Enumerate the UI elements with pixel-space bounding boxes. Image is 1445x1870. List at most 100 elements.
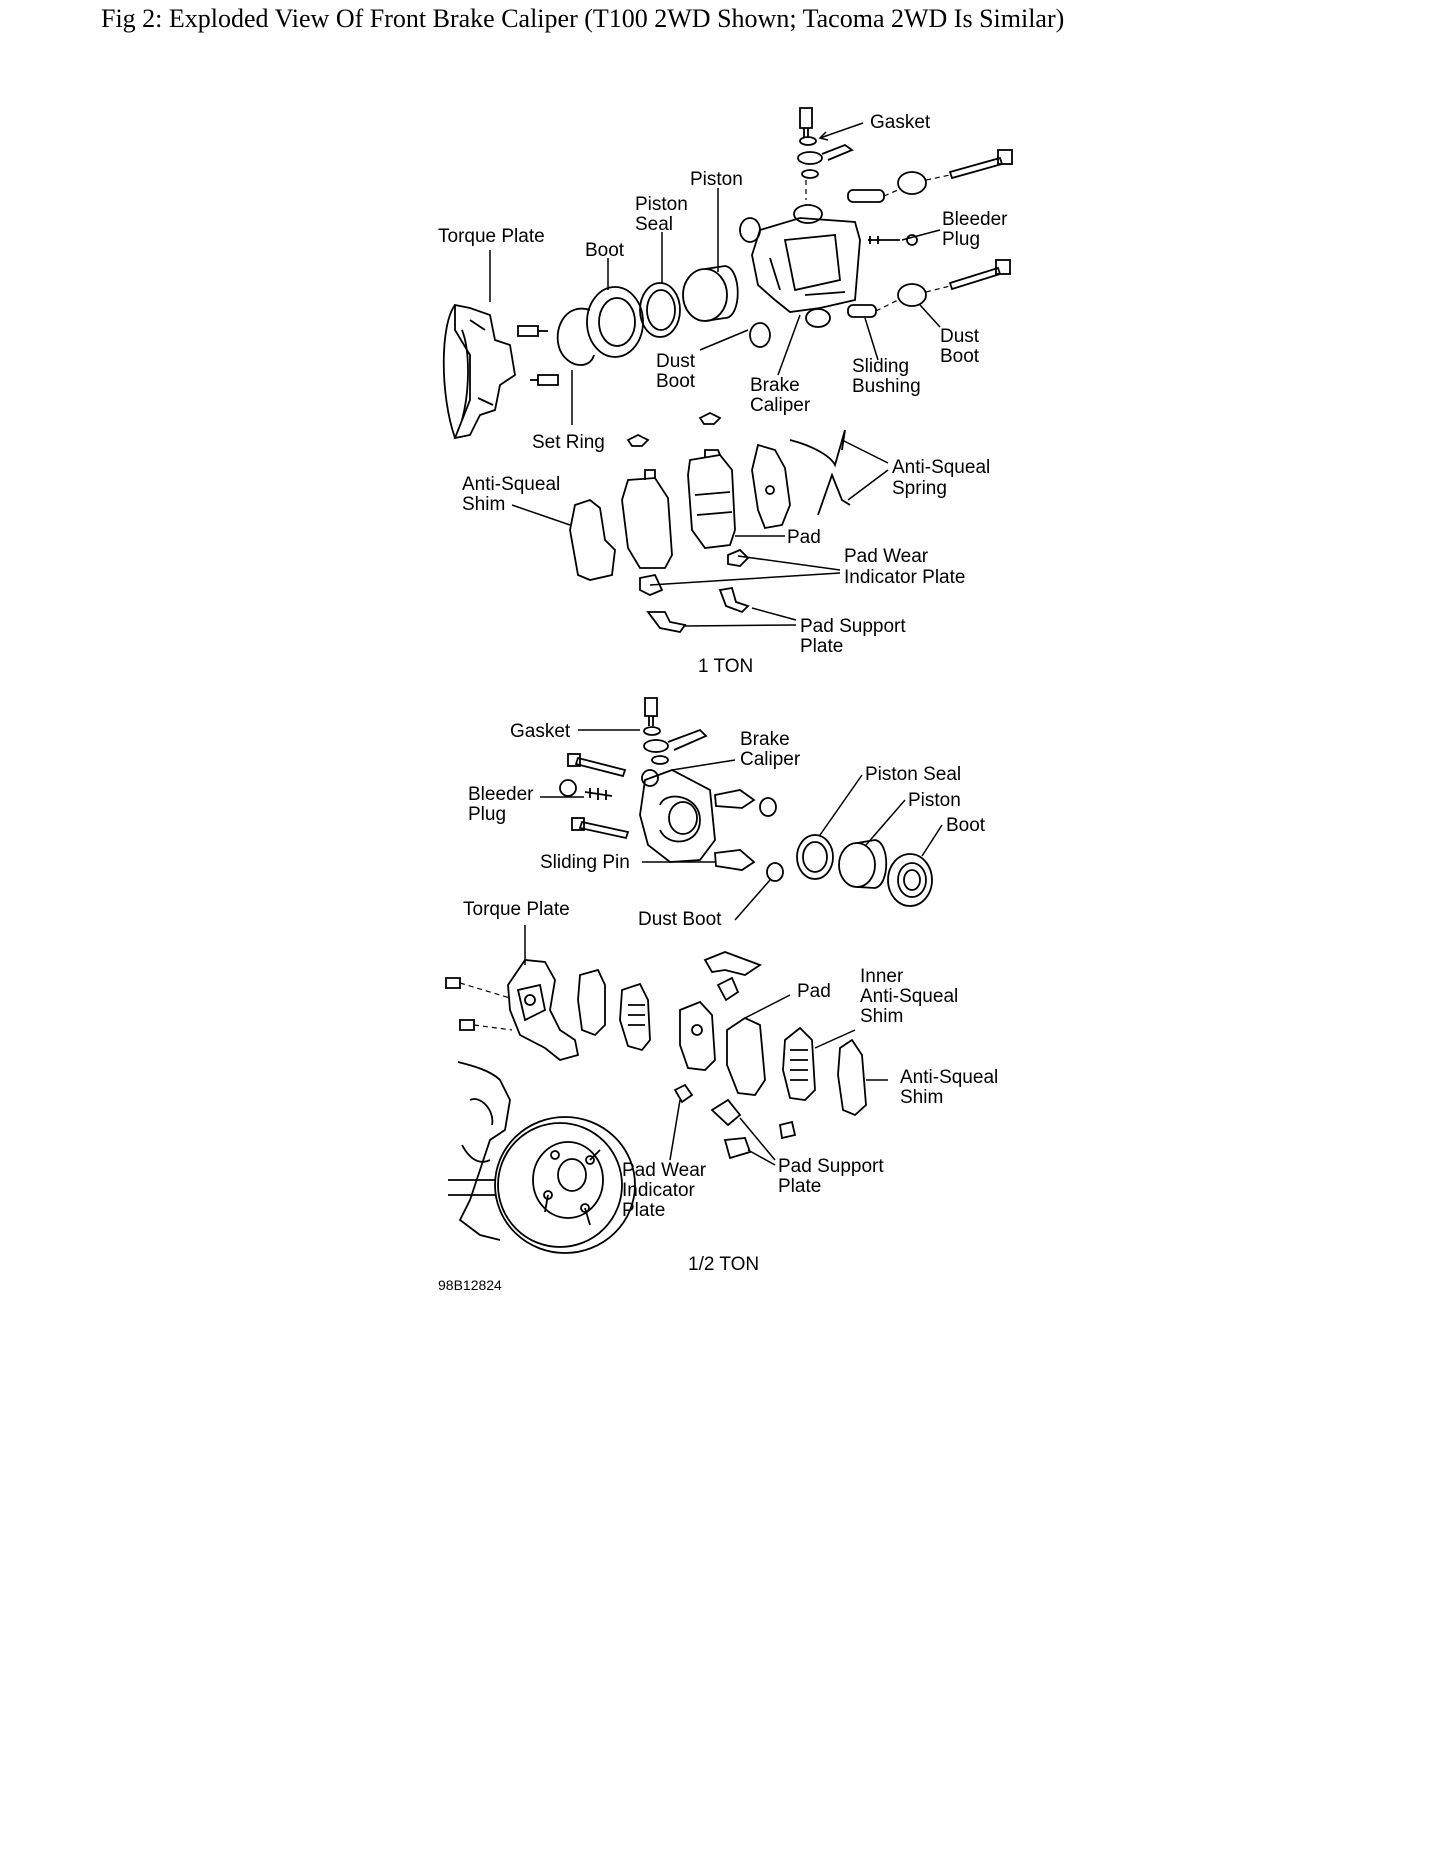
pad-wear-indicator-1ton-a — [727, 548, 750, 567]
figure-code: 98B12824 — [438, 1277, 502, 1293]
banjo-bolt-halfton — [644, 697, 658, 726]
dust-boot-1ton-right-lower — [897, 283, 927, 307]
label-pad-support-1ton-l1: Pad Support — [800, 616, 906, 637]
label-piston-seal-halfton: Piston Seal — [865, 764, 961, 785]
label-torque-plate-halfton: Torque Plate — [463, 899, 570, 920]
pad-support-1ton-b — [646, 611, 687, 633]
label-sliding-bushing-1ton-l2: Bushing — [852, 376, 921, 397]
knuckle-halfton — [457, 1061, 511, 1241]
label-piston-halfton: Piston — [908, 790, 961, 811]
pad-wear-indicator-halfton — [673, 1083, 694, 1104]
label-bleeder-plug-1ton-l2: Plug — [942, 229, 980, 250]
bolt-1ton-right-upper — [948, 156, 1004, 180]
label-dust-boot-1ton-l1: Dust — [656, 351, 696, 372]
label-anti-squeal-shim-1ton-l1: Anti-Squeal — [462, 474, 560, 495]
label-pad-wear-halfton-l3: Plate — [622, 1200, 665, 1221]
anti-squeal-shim-halfton-outer — [837, 1038, 867, 1117]
torque-plate-1ton-detail — [461, 319, 494, 421]
gasket-1ton-upper — [799, 136, 817, 146]
sliding-bushing-1ton-lower — [847, 304, 877, 318]
label-pad-support-halfton-l2: Plate — [778, 1176, 821, 1197]
brake-caliper-1ton-shape — [751, 217, 861, 313]
label-torque-plate-1ton: Torque Plate — [438, 226, 545, 247]
torque-plate-halfton-shape — [507, 959, 580, 1061]
label-brake-caliper-1ton-l1: Brake — [750, 375, 800, 396]
label-pad-wear-halfton-l1: Pad Wear — [622, 1160, 707, 1181]
inner-anti-squeal-shim-halfton — [782, 1026, 816, 1101]
diagram-title-1ton: 1 TON — [698, 656, 753, 677]
label-dust-boot-1ton-r1: Dust — [940, 326, 980, 347]
boot-1ton-shape — [586, 286, 644, 358]
pad-halfton-outer — [726, 1016, 766, 1096]
piston-1ton-shape — [682, 268, 728, 322]
label-sliding-bushing-1ton-l1: Sliding — [852, 356, 909, 377]
label-pad-halfton: Pad — [797, 981, 831, 1002]
dust-boot-halfton-upper — [759, 797, 777, 817]
anti-squeal-shim-halfton-inner-a — [577, 968, 606, 1037]
bolt-1ton-upper — [517, 325, 539, 337]
label-dust-boot-1ton-l2: Boot — [656, 371, 696, 392]
label-sliding-pin-halfton: Sliding Pin — [540, 852, 630, 873]
label-piston-seal-1ton-l1: Piston — [635, 194, 688, 215]
label-inner-shim-halfton-l1: Inner — [860, 966, 904, 987]
label-bleeder-plug-halfton-l1: Bleeder — [468, 784, 534, 805]
pad-wear-clip-1ton-top — [626, 433, 650, 447]
bolt-halfton-upper — [574, 756, 627, 778]
torque-plate-1ton-shape — [442, 303, 516, 440]
pad-wear-indicator-1ton-b — [639, 573, 664, 596]
set-ring-1ton-shape — [556, 307, 595, 366]
label-gasket-halfton: Gasket — [510, 721, 571, 742]
bolt-halfton-tp-lower — [459, 1019, 475, 1031]
label-pad-support-halfton-l1: Pad Support — [778, 1156, 884, 1177]
pad-halfton-inner-b — [679, 1000, 716, 1071]
sliding-bushing-1ton-upper — [847, 189, 885, 203]
label-piston-1ton: Piston — [690, 169, 743, 190]
piston-seal-halfton-shape — [796, 834, 834, 880]
diagram-half-ton: Gasket Brake Caliper Bleeder Plug Piston… — [445, 697, 998, 1275]
dust-boot-halfton-lower — [766, 862, 784, 882]
piston-seal-1ton-shape — [639, 282, 681, 338]
piston-halfton-shape — [838, 842, 876, 888]
bolt-1ton-lower — [537, 374, 559, 386]
dust-boot-1ton-left-shape — [739, 217, 761, 243]
label-anti-squeal-shim-1ton-l2: Shim — [462, 494, 505, 515]
label-anti-squeal-spring-1ton-l2: Spring — [892, 478, 947, 499]
gasket-halfton-upper — [643, 726, 661, 736]
gasket-halfton-lower — [651, 755, 669, 765]
bolt-1ton-right-lower — [948, 266, 1002, 291]
label-anti-squeal-shim-halfton-l2: Shim — [900, 1087, 943, 1108]
pad-halfton-inner-a — [619, 982, 651, 1052]
diagram-1-ton: Gasket Piston Piston Seal Torque Plate B… — [438, 107, 1013, 677]
anti-squeal-spring-1ton-lower — [817, 472, 851, 516]
label-bleeder-plug-halfton-l2: Plug — [468, 804, 506, 825]
label-pad-wear-halfton-l2: Indicator — [622, 1180, 696, 1201]
label-dust-boot-halfton: Dust Boot — [638, 909, 722, 930]
label-boot-halfton: Boot — [946, 815, 986, 836]
label-pad-wear-1ton-l1: Pad Wear — [844, 546, 929, 567]
sliding-pin-halfton-lower — [714, 849, 756, 871]
brake-caliper-halfton-shape — [639, 769, 716, 863]
bolt-halfton-lower — [578, 820, 630, 840]
pad-support-plate-halfton-top — [703, 951, 762, 976]
banjo-bolt-1ton — [799, 107, 813, 138]
label-anti-squeal-shim-halfton-l1: Anti-Squeal — [900, 1067, 998, 1088]
anti-squeal-spring-1ton-upper — [789, 429, 846, 468]
bolt-halfton-tp-upper — [445, 977, 461, 989]
label-inner-shim-halfton-l3: Shim — [860, 1006, 903, 1027]
label-gasket-1ton: Gasket — [870, 112, 931, 133]
sliding-pin-halfton-upper — [714, 789, 756, 809]
label-anti-squeal-spring-1ton-l1: Anti-Squeal — [892, 457, 990, 478]
anti-squeal-shim-1ton-outer — [751, 443, 791, 530]
label-brake-caliper-halfton-l1: Brake — [740, 729, 790, 750]
label-pad-support-1ton-l2: Plate — [800, 636, 843, 657]
label-brake-caliper-1ton-l2: Caliper — [750, 395, 811, 416]
anti-squeal-shim-1ton-shape — [569, 498, 616, 581]
label-pad-wear-1ton-l2: Indicator Plate — [844, 567, 965, 588]
label-dust-boot-1ton-r2: Boot — [940, 346, 980, 367]
label-brake-caliper-halfton-l2: Caliper — [740, 749, 801, 770]
bleeder-plug-1ton-shape — [868, 236, 900, 244]
bleeder-plug-halfton-shape — [559, 779, 577, 797]
label-bleeder-plug-1ton-l1: Bleeder — [942, 209, 1008, 230]
label-inner-shim-halfton-l2: Anti-Squeal — [860, 986, 958, 1007]
